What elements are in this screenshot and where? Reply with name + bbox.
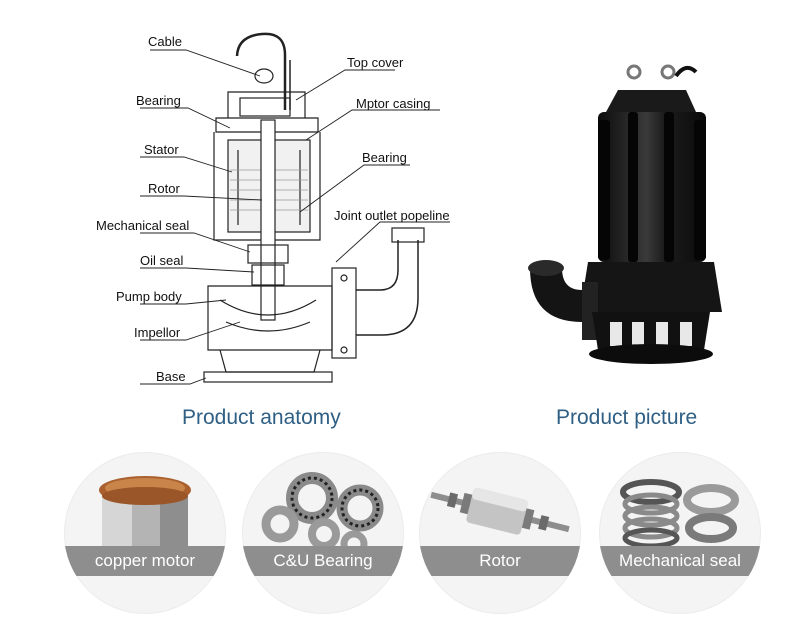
pump-photo bbox=[528, 64, 722, 364]
component-label: Mechanical seal bbox=[599, 546, 761, 576]
copper-motor-icon bbox=[99, 476, 191, 556]
label-rotor: Rotor bbox=[148, 181, 180, 196]
pump-anatomy-drawing bbox=[140, 32, 450, 385]
label-oil-seal: Oil seal bbox=[140, 253, 184, 268]
cable-shape bbox=[235, 32, 287, 110]
component-label: C&U Bearing bbox=[242, 546, 404, 576]
component-bearing: C&U Bearing bbox=[242, 452, 404, 614]
component-label: copper motor bbox=[64, 546, 226, 576]
component-mechanical-seal: Mechanical seal bbox=[599, 452, 761, 614]
label-mechanical-seal: Mechanical seal bbox=[96, 218, 190, 233]
component-rotor: Rotor bbox=[419, 452, 581, 614]
component-copper-motor: copper motor bbox=[64, 452, 226, 614]
bearing-icon bbox=[261, 472, 384, 558]
label-bearing-top: Bearing bbox=[136, 93, 181, 108]
label-bearing-right: Bearing bbox=[362, 150, 407, 165]
label-cable: Cable bbox=[148, 34, 182, 49]
label-joint-outlet: Joint outlet popeline bbox=[334, 208, 450, 223]
caption-product-picture: Product picture bbox=[556, 406, 698, 429]
label-top-cover: Top cover bbox=[347, 55, 404, 70]
label-stator: Stator bbox=[144, 142, 179, 157]
mechanical-seal-icon bbox=[620, 479, 739, 549]
label-pump-body: Pump body bbox=[116, 289, 182, 304]
caption-product-anatomy: Product anatomy bbox=[182, 406, 341, 429]
label-base: Base bbox=[156, 369, 186, 384]
label-motor-casing: Mptor casing bbox=[356, 96, 431, 111]
rotor-shaft-icon bbox=[430, 487, 570, 535]
label-impellor: Impellor bbox=[134, 325, 181, 340]
component-label: Rotor bbox=[419, 546, 581, 576]
